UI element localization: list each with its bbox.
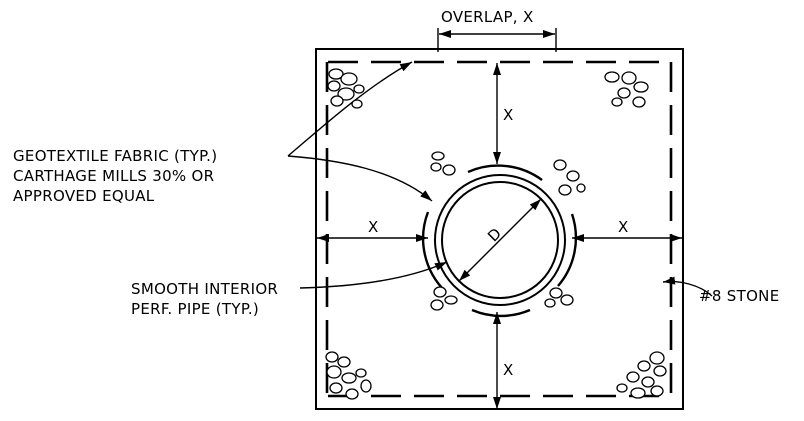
pipe-fabric-arc-left	[421, 211, 447, 293]
pipe-inner-wall	[441, 181, 559, 299]
trench-outline	[315, 48, 684, 410]
stone-cluster-bottom-right	[616, 351, 667, 399]
geotextile-fabric-liner	[325, 60, 673, 398]
stone-cluster-pipe-top-right	[553, 159, 586, 196]
pipe-fabric-arc-bottom	[471, 308, 531, 318]
geotextile-label-line-2: CARTHAGE MILLS 30% OR	[13, 167, 214, 185]
geotextile-label-line-1: GEOTEXTILE FABRIC (TYP.)	[13, 147, 217, 165]
geotextile-leader-upper	[287, 61, 413, 157]
pipe-fabric-arc-top	[467, 164, 543, 181]
diameter-label: D	[484, 224, 505, 245]
stone-cluster-top-left	[327, 68, 365, 109]
perforated-pipe	[421, 164, 578, 318]
dim-label-right: X	[618, 218, 629, 236]
pipe-fabric-arc-right	[557, 213, 578, 287]
dim-label-left: X	[368, 218, 379, 236]
pipe-label-line-1: SMOOTH INTERIOR	[131, 280, 278, 298]
geotextile-leader-lower	[287, 155, 433, 202]
stone-cluster-pipe-bottom-right	[544, 287, 574, 308]
pipe-outer-wall	[434, 174, 566, 306]
stone-cluster-pipe-top-left	[430, 151, 456, 176]
overlap-label: OVERLAP, X	[441, 8, 534, 26]
diameter-dimension	[458, 198, 542, 282]
dimension-lines	[317, 28, 682, 409]
stone-label: #8 STONE	[699, 287, 779, 305]
pipe-label-line-2: PERF. PIPE (TYP.)	[131, 300, 259, 318]
stone-leader	[662, 276, 713, 297]
leader-lines	[287, 61, 713, 297]
stone-cluster-pipe-bottom-left	[430, 286, 458, 311]
pipe-leader	[299, 261, 448, 289]
dim-label-bottom: X	[503, 361, 514, 379]
stone-cluster-top-right	[604, 71, 649, 108]
stone-cluster-bottom-left	[325, 351, 372, 400]
dim-label-top: X	[503, 106, 514, 124]
geotextile-label-line-3: APPROVED EQUAL	[13, 187, 155, 205]
